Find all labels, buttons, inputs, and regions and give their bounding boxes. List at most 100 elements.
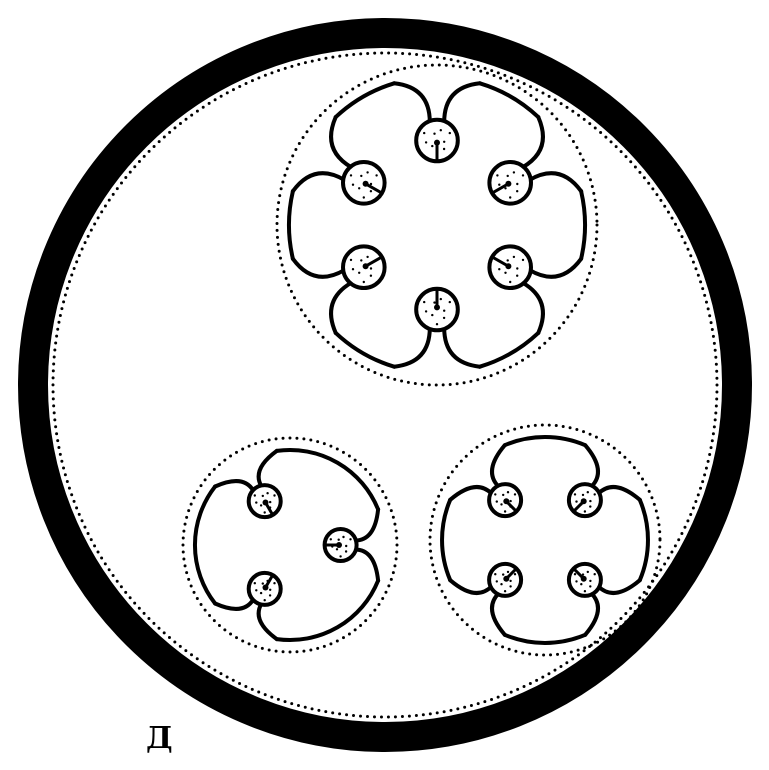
chamber-wall-segment xyxy=(480,83,539,117)
chamber-wall-segment xyxy=(505,635,585,643)
pocket-stipple xyxy=(522,259,524,261)
pocket-stipple xyxy=(584,590,586,592)
pocket-nucleus xyxy=(434,140,440,146)
pocket-stalk-right xyxy=(293,259,344,277)
outer-capsule xyxy=(33,33,737,737)
pocket-stipple xyxy=(264,511,266,513)
pocket xyxy=(450,445,521,516)
pocket-stipple xyxy=(500,503,502,505)
pocket-stipple xyxy=(375,174,377,176)
pocket-stalk-left xyxy=(444,328,480,367)
pocket-nucleus xyxy=(434,304,440,310)
pocket-stipple xyxy=(254,582,256,584)
pocket-stalk-right xyxy=(394,328,430,367)
chamber-wall-segment xyxy=(289,191,293,259)
pocket-stipple xyxy=(431,145,433,147)
pocket-stipple xyxy=(370,275,372,277)
inner-chambers xyxy=(183,65,660,655)
pocket-nucleus xyxy=(505,263,511,269)
pocket xyxy=(489,246,581,332)
pocket-stipple xyxy=(574,573,576,575)
pocket-stalk-left xyxy=(259,604,277,640)
pocket-stipple xyxy=(431,314,433,316)
pocket-stipple xyxy=(449,301,451,303)
chamber-bottom-left xyxy=(183,438,397,652)
chamber-wall-segment xyxy=(336,83,395,117)
pocket-stipple xyxy=(575,580,577,582)
pocket xyxy=(325,509,379,580)
pocket-stipple xyxy=(366,171,368,173)
pocket xyxy=(293,117,385,204)
pocket-stipple xyxy=(358,187,360,189)
pocket-stipple xyxy=(587,571,589,573)
pocket-stipple xyxy=(443,317,445,319)
chamber-wall-segment xyxy=(581,191,585,259)
chamber-wall-segment xyxy=(442,500,450,580)
pocket-stipple xyxy=(496,500,498,502)
pocket-stipple xyxy=(350,259,352,261)
pocket-stipple xyxy=(514,493,516,495)
pocket xyxy=(569,445,640,516)
chamber-wall-segment xyxy=(277,581,378,640)
pocket-stipple xyxy=(504,590,506,592)
pocket-stipple xyxy=(516,190,518,192)
pocket-stipple xyxy=(594,493,596,495)
pocket xyxy=(394,83,480,161)
pocket-stipple xyxy=(496,174,498,176)
pocket xyxy=(394,289,480,367)
pocket-stipple xyxy=(269,501,271,503)
pocket-stalk-left xyxy=(530,259,581,277)
pocket-stipple xyxy=(352,184,354,186)
pocket-stalk-left xyxy=(492,593,505,634)
pocket-stipple xyxy=(509,281,511,283)
chamber-bottom-right xyxy=(430,425,660,655)
pocket-stipple xyxy=(516,183,518,185)
pocket xyxy=(450,564,521,635)
pocket-stipple xyxy=(443,141,445,143)
pocket-stipple xyxy=(443,148,445,150)
pocket-stipple xyxy=(522,174,524,176)
pocket-stipple xyxy=(594,573,596,575)
pocket-stalk-right xyxy=(530,173,581,191)
pocket-stipple xyxy=(425,141,427,143)
pocket-nucleus xyxy=(503,576,509,582)
pocket-stalk-left xyxy=(215,481,254,491)
pocket-stipple xyxy=(500,583,502,585)
pocket-stalk-right xyxy=(355,549,378,580)
pocket-stipple xyxy=(266,492,268,494)
pocket-stipple xyxy=(440,298,442,300)
chamber-dotted-ring xyxy=(183,438,397,652)
pocket-stipple xyxy=(363,281,365,283)
pocket-stipple xyxy=(589,500,591,502)
pocket-stipple xyxy=(507,571,509,573)
pocket-stipple xyxy=(273,582,275,584)
chamber-dotted-ring xyxy=(430,425,660,655)
pocket-stalk-right xyxy=(444,83,480,122)
panel-label: Д xyxy=(146,724,173,754)
chamber-wall-segment xyxy=(336,333,395,367)
pocket-stipple xyxy=(336,548,338,550)
pocket-stipple xyxy=(370,190,372,192)
pocket-stalk-right xyxy=(598,487,639,500)
pocket-stipple xyxy=(514,573,516,575)
pocket-stipple xyxy=(509,580,511,582)
pocket-stalk-left xyxy=(355,509,378,540)
pocket-stipple xyxy=(262,582,264,584)
pocket-stalk-left xyxy=(523,117,543,167)
pocket-stipple xyxy=(509,585,511,587)
chamber-wall-segment xyxy=(640,500,648,580)
pocket-stipple xyxy=(516,275,518,277)
pocket-stipple xyxy=(345,550,347,552)
pocket-stipple xyxy=(273,494,275,496)
pocket-nucleus xyxy=(581,498,587,504)
pocket-stipple xyxy=(504,510,506,512)
pocket-stipple xyxy=(587,491,589,493)
chamber-wall-segment xyxy=(505,437,585,445)
pocket-stipple xyxy=(425,310,427,312)
pocket-stipple xyxy=(350,174,352,176)
pocket-stalk-left xyxy=(394,83,430,122)
pocket-stipple xyxy=(330,538,332,540)
pocket-stipple xyxy=(423,132,425,134)
pocket-stipple xyxy=(436,323,438,325)
pocket-stipple xyxy=(507,175,509,177)
